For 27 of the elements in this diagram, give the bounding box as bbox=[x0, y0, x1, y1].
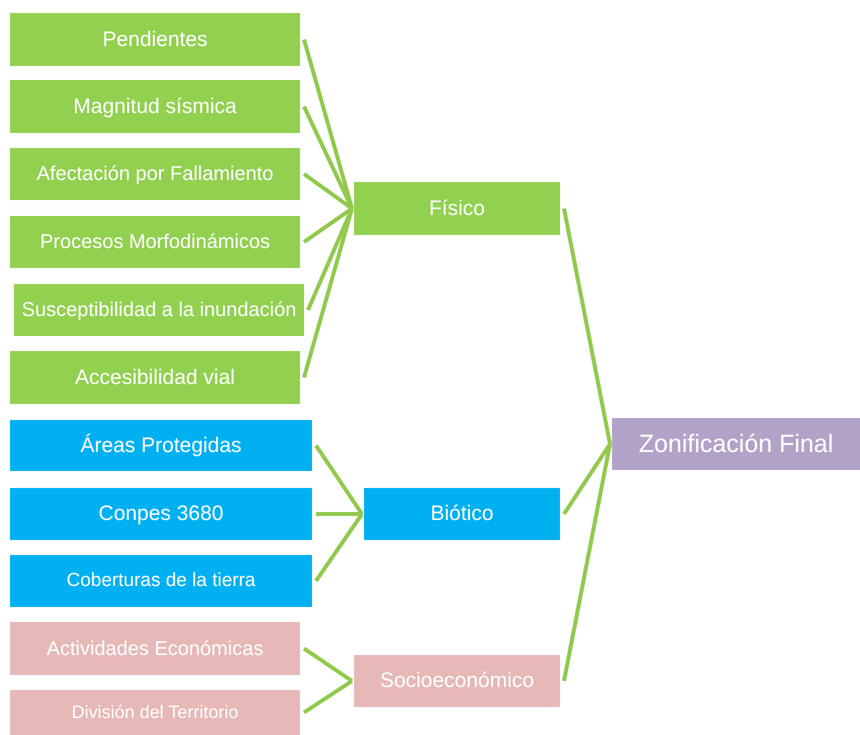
category-box: Socioeconómico bbox=[354, 655, 560, 707]
connector-line bbox=[316, 512, 362, 516]
category-box: Actividades Económicas bbox=[10, 622, 300, 675]
connector-line bbox=[562, 442, 612, 516]
category-box: Zonificación Final bbox=[612, 418, 860, 470]
category-box: Coberturas de la tierra bbox=[10, 555, 312, 607]
category-box: Susceptibilidad a la inundación bbox=[14, 284, 304, 336]
category-box: Pendientes bbox=[10, 13, 300, 66]
connector-line bbox=[302, 646, 354, 683]
connector-line bbox=[314, 444, 364, 516]
connector-line bbox=[562, 208, 612, 444]
category-box: Accesibilidad vial bbox=[10, 351, 300, 404]
connector-line bbox=[302, 38, 354, 210]
connector-line bbox=[302, 679, 354, 714]
connector-line bbox=[306, 208, 354, 311]
connector-line bbox=[302, 208, 354, 378]
connector-line bbox=[314, 512, 364, 582]
category-box: División del Territorio bbox=[10, 690, 300, 735]
category-box: Áreas Protegidas bbox=[10, 420, 312, 471]
category-box: Biótico bbox=[364, 488, 560, 540]
category-box: Conpes 3680 bbox=[10, 488, 312, 540]
connector-line bbox=[562, 444, 612, 682]
connector-line bbox=[302, 106, 354, 210]
category-box: Afectación por Fallamiento bbox=[10, 148, 300, 200]
category-box: Magnitud sísmica bbox=[10, 80, 300, 133]
category-box: Procesos Morfodinámicos bbox=[10, 216, 300, 268]
category-box: Físico bbox=[354, 182, 560, 235]
